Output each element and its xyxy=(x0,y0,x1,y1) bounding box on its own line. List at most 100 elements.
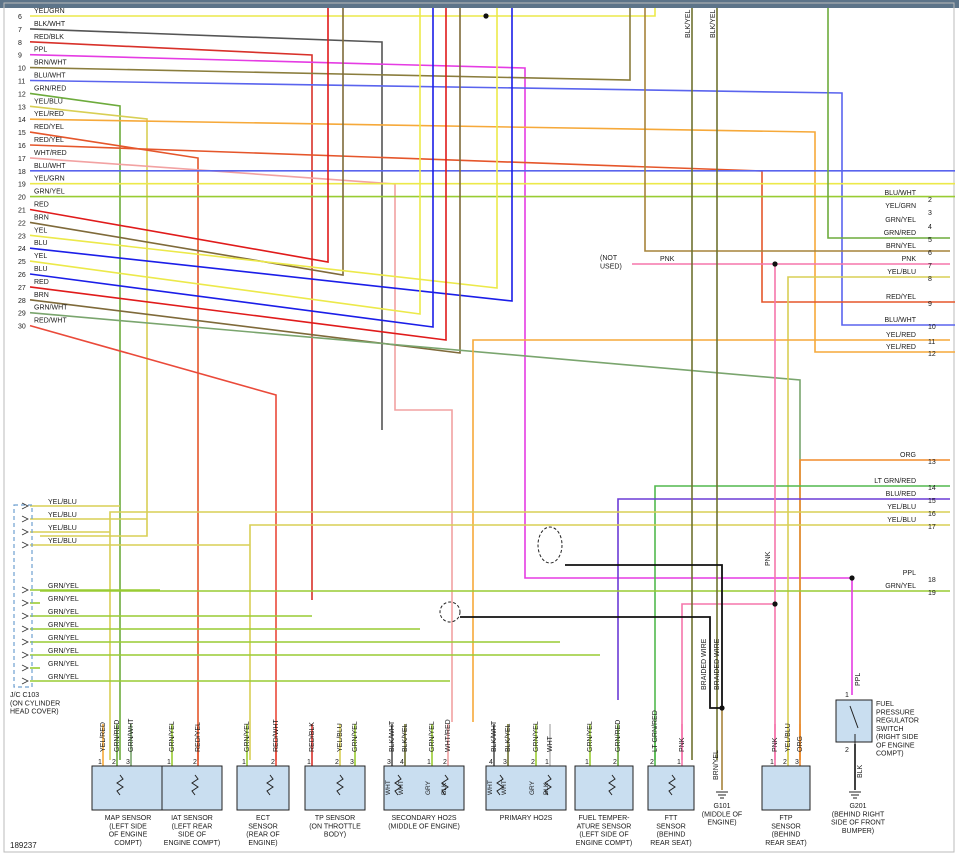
right-wire-label: PNK xyxy=(902,256,917,263)
left-wire-label: BRN xyxy=(34,292,49,299)
splice-dot-ppl xyxy=(849,575,855,581)
left-terminal-number: 16 xyxy=(18,143,26,150)
right-terminal-number: 5 xyxy=(928,237,932,244)
right-wire-label: YEL/BLU xyxy=(887,517,916,524)
ect-sensor-box xyxy=(236,765,290,811)
inner-wire-label: GRY xyxy=(529,780,536,795)
pin-wire-label: GRN/YEL xyxy=(587,721,594,752)
thermistor-symbol xyxy=(266,774,274,796)
right-wire-label: YEL/RED xyxy=(886,344,916,351)
left-terminal-number: 9 xyxy=(18,53,22,60)
pin-number: 2 xyxy=(531,759,535,766)
pin-wire-label: LT GRN/RED xyxy=(652,710,659,752)
right-terminal-number: 11 xyxy=(928,339,935,346)
left-terminal-number: 18 xyxy=(18,169,26,176)
right-terminal-number: 17 xyxy=(928,524,936,531)
pin-wire-label: YEL/BLU xyxy=(785,723,792,752)
pin-wire-label: BLK/WHT xyxy=(389,720,396,752)
jc-pin-arrow xyxy=(21,638,29,646)
fuel-temp-sensor-box xyxy=(574,765,634,811)
right-terminal-number: 10 xyxy=(928,324,936,331)
left-wire-label: YEL/BLU xyxy=(34,98,63,105)
top-vertical-label: BLK/YEL xyxy=(685,9,692,38)
fuel-pressure-switch-box xyxy=(835,699,873,743)
left-wire-10 xyxy=(29,8,631,81)
left-wire-label: BLK/WHT xyxy=(34,21,66,28)
splice-dot-top xyxy=(483,13,489,19)
right-wire-11 xyxy=(472,339,950,722)
left-wire-26 xyxy=(29,8,434,328)
right-wire-label: YEL/GRN xyxy=(885,203,916,210)
pin-wire-label: WHT/RED xyxy=(445,719,452,752)
pin-number: 1 xyxy=(770,759,774,766)
right-terminal-number: 9 xyxy=(928,301,932,308)
right-terminal-number: 3 xyxy=(928,210,932,217)
inner-wire-label: WHT xyxy=(487,780,494,795)
left-wire-label: BLU/WHT xyxy=(34,163,66,170)
primary-ho2s-label: PRIMARY HO2S xyxy=(500,815,553,822)
braid-shield-secondary xyxy=(439,601,461,623)
left-terminal-number: 15 xyxy=(18,130,26,137)
right-wire-label: BLU/WHT xyxy=(885,317,917,324)
left-wire-13 xyxy=(29,105,148,537)
secondary-ho2s-label: SECONDARY HO2S(MIDDLE OF ENGINE) xyxy=(388,815,460,830)
left-wire-11 xyxy=(29,79,955,326)
pin-number: 2 xyxy=(271,759,275,766)
pin-number: 3 xyxy=(795,759,799,766)
window-top-bar xyxy=(0,0,959,8)
inner-wire-label: BLK xyxy=(441,782,448,795)
inner-wire-label: BLK xyxy=(543,782,550,795)
pin-number: 4 xyxy=(489,759,493,766)
left-wire-28 xyxy=(29,8,461,354)
left-terminal-number: 13 xyxy=(18,104,26,111)
pin-wire-label: BLK/YEL xyxy=(402,723,409,752)
left-wire-label: YEL/GRN xyxy=(34,176,65,183)
right-wire-label: ORG xyxy=(900,452,916,459)
braid-shield-primary xyxy=(537,526,563,564)
left-wire-21 xyxy=(29,8,329,263)
left-wire-label: YEL xyxy=(34,227,47,234)
left-terminal-number: 19 xyxy=(18,182,26,189)
splice-dot-ftp xyxy=(772,601,778,607)
pin-wire-label: GRN/YEL xyxy=(244,721,251,752)
right-terminal-number: 7 xyxy=(928,263,932,270)
left-terminal-number: 24 xyxy=(18,246,26,253)
left-wire-label: YEL xyxy=(34,253,47,260)
switch-pin-wire-label: PPL xyxy=(855,673,862,686)
left-wire-23 xyxy=(29,8,498,289)
pin-number: 1 xyxy=(167,759,171,766)
pin-number: 1 xyxy=(242,759,246,766)
wire-pnk-ftt xyxy=(681,603,775,760)
jc-pin-arrow xyxy=(21,502,29,510)
right-wire-5 xyxy=(827,8,950,239)
left-wire-label: PPL xyxy=(34,47,47,54)
left-wire-label: RED/YEL xyxy=(34,124,64,131)
inner-wire-label: WHT xyxy=(398,780,405,795)
pin-number: 3 xyxy=(503,759,507,766)
left-terminal-number: 21 xyxy=(18,208,26,215)
left-terminal-number: 14 xyxy=(18,117,26,124)
right-terminal-number: 13 xyxy=(928,459,936,466)
right-wire-label: YEL/BLU xyxy=(887,269,916,276)
left-terminal-number: 20 xyxy=(18,195,26,202)
right-wire-label: RED/YEL xyxy=(886,294,916,301)
jc-wire-label: GRN/YEL xyxy=(48,635,79,642)
thermistor-symbol xyxy=(191,774,199,796)
ftp-sensor-box xyxy=(761,765,811,811)
pin-number: 2 xyxy=(112,759,116,766)
jc-pin-arrow xyxy=(21,586,29,594)
left-terminal-number: 27 xyxy=(18,285,26,292)
pin-number: 1 xyxy=(307,759,311,766)
heater-symbol xyxy=(496,774,504,796)
jc-wire-label: GRN/YEL xyxy=(48,596,79,603)
left-wire-30 xyxy=(29,324,277,760)
pin-number: 1 xyxy=(98,759,102,766)
pin-wire-label: WHT xyxy=(547,735,554,752)
pin-number: 3 xyxy=(350,759,354,766)
splice-dot-braid xyxy=(719,705,725,711)
left-wire-17 xyxy=(29,157,453,722)
